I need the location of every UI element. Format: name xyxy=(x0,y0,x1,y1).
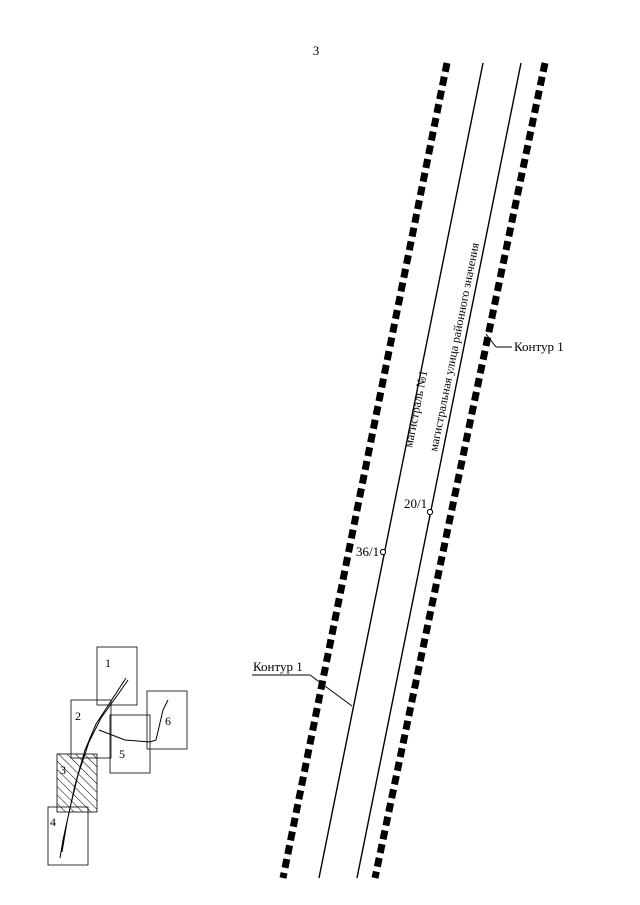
index-sheet-5-frame xyxy=(109,714,151,774)
point-label-36-1: 36/1 xyxy=(356,544,379,559)
point-marker-36-1 xyxy=(379,548,387,556)
page-number: 3 xyxy=(313,43,320,58)
index-sheet-label-6: 6 xyxy=(165,714,171,728)
index-sheet-2-frame xyxy=(70,699,112,759)
index-sheet-label-5: 5 xyxy=(119,747,125,761)
contour-leader-right xyxy=(485,333,497,348)
contour-boundary-left xyxy=(279,62,451,879)
index-road-trace xyxy=(59,677,169,859)
index-sheet-label-1: 1 xyxy=(105,656,111,670)
index-sheet-label-3: 3 xyxy=(60,763,66,777)
street-line-right xyxy=(356,62,522,879)
index-sheet-1-frame xyxy=(96,646,138,706)
index-sheet-label-4: 4 xyxy=(50,815,56,829)
index-sheet-6-frame xyxy=(146,690,188,750)
contour-label-right: Контур 1 xyxy=(514,339,564,354)
index-sheet-3-hatch xyxy=(57,754,97,812)
index-sheet-label-2: 2 xyxy=(75,709,81,723)
index-sheet-4-frame xyxy=(47,806,89,866)
index-map: 1 2 3 4 5 6 xyxy=(47,646,188,866)
point-label-20-1: 20/1 xyxy=(404,496,427,511)
point-marker-20-1 xyxy=(426,508,434,516)
contour-label-left: Контур 1 xyxy=(253,659,303,674)
contour-boundary-right xyxy=(371,62,549,879)
contour-leader-left xyxy=(309,674,353,707)
street-label-main: магистраль №1 xyxy=(401,369,430,448)
index-sheet-3-frame xyxy=(56,753,98,813)
street-line-left xyxy=(318,62,484,879)
